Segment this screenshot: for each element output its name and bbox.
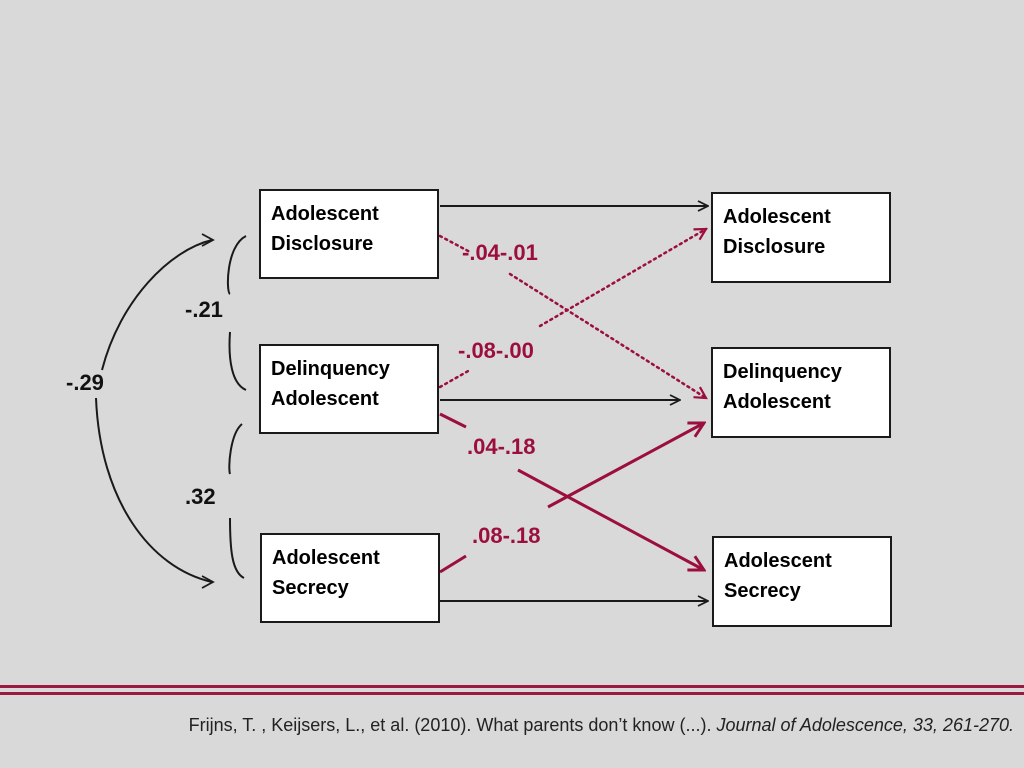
box-label-line: Adolescent [271, 203, 379, 225]
citation: Frijns, T. , Keijsers, L., et al. (2010)… [189, 715, 1014, 736]
solid-arrow-secrecy-to-delinquency [439, 423, 704, 574]
coef-secrecy-to-delinquency: .08-.18 [472, 523, 541, 548]
arc-arrowhead [201, 233, 215, 247]
correlation-arc-disclosure-secrecy [95, 239, 213, 583]
box-label-line: Delinquency [723, 361, 842, 383]
coef-delinquency-to-secrecy: .04-.18 [467, 434, 536, 459]
box-t2-adolescent-secrecy: Adolescent Secrecy [712, 536, 892, 627]
box-label-line: Adolescent [723, 391, 831, 413]
box-label-line: Adolescent [723, 206, 831, 228]
citation-journal: Journal of Adolescence, 33, 261-270. [716, 715, 1014, 735]
box-label-line: Disclosure [271, 233, 374, 255]
coef-delinquency-secrecy: .32 [185, 484, 216, 509]
correlation-arc-delinquency-secrecy [228, 423, 245, 579]
dotted-arrow-disclosure-to-delinquency [438, 234, 706, 398]
footer-rule-bottom [0, 692, 1024, 695]
box-label-line: Secrecy [272, 577, 349, 599]
footer-rule-top [0, 685, 1024, 688]
box-label-line: Adolescent [271, 388, 379, 410]
box-t1-delinquency-adolescent: Delinquency Adolescent [259, 344, 439, 434]
solid-arrow-delinquency-to-secrecy [439, 412, 704, 570]
arc-arrowhead [201, 575, 215, 589]
box-t1-adolescent-secrecy: Adolescent Secrecy [260, 533, 440, 623]
coef-delinquency-to-disclosure: -.08-.00 [458, 338, 534, 363]
box-label-line: Adolescent [724, 550, 832, 572]
box-label-line: Adolescent [272, 547, 380, 569]
correlation-arc-disclosure-delinquency [226, 235, 247, 391]
box-t2-adolescent-disclosure: Adolescent Disclosure [711, 192, 891, 283]
box-label-line: Delinquency [271, 358, 390, 380]
box-label-line: Disclosure [723, 236, 826, 258]
box-t1-adolescent-disclosure: Adolescent Disclosure [259, 189, 439, 279]
coef-disclosure-secrecy: -.29 [66, 370, 104, 395]
box-label-line: Secrecy [724, 580, 801, 602]
box-t2-delinquency-adolescent: Delinquency Adolescent [711, 347, 891, 438]
dotted-arrow-delinquency-to-disclosure [438, 229, 706, 389]
coef-disclosure-delinquency: -.21 [185, 297, 223, 322]
citation-authors: Frijns, T. , Keijsers, L., et al. (2010)… [188, 715, 717, 735]
coef-disclosure-to-delinquency: -.04-.01 [462, 240, 538, 265]
